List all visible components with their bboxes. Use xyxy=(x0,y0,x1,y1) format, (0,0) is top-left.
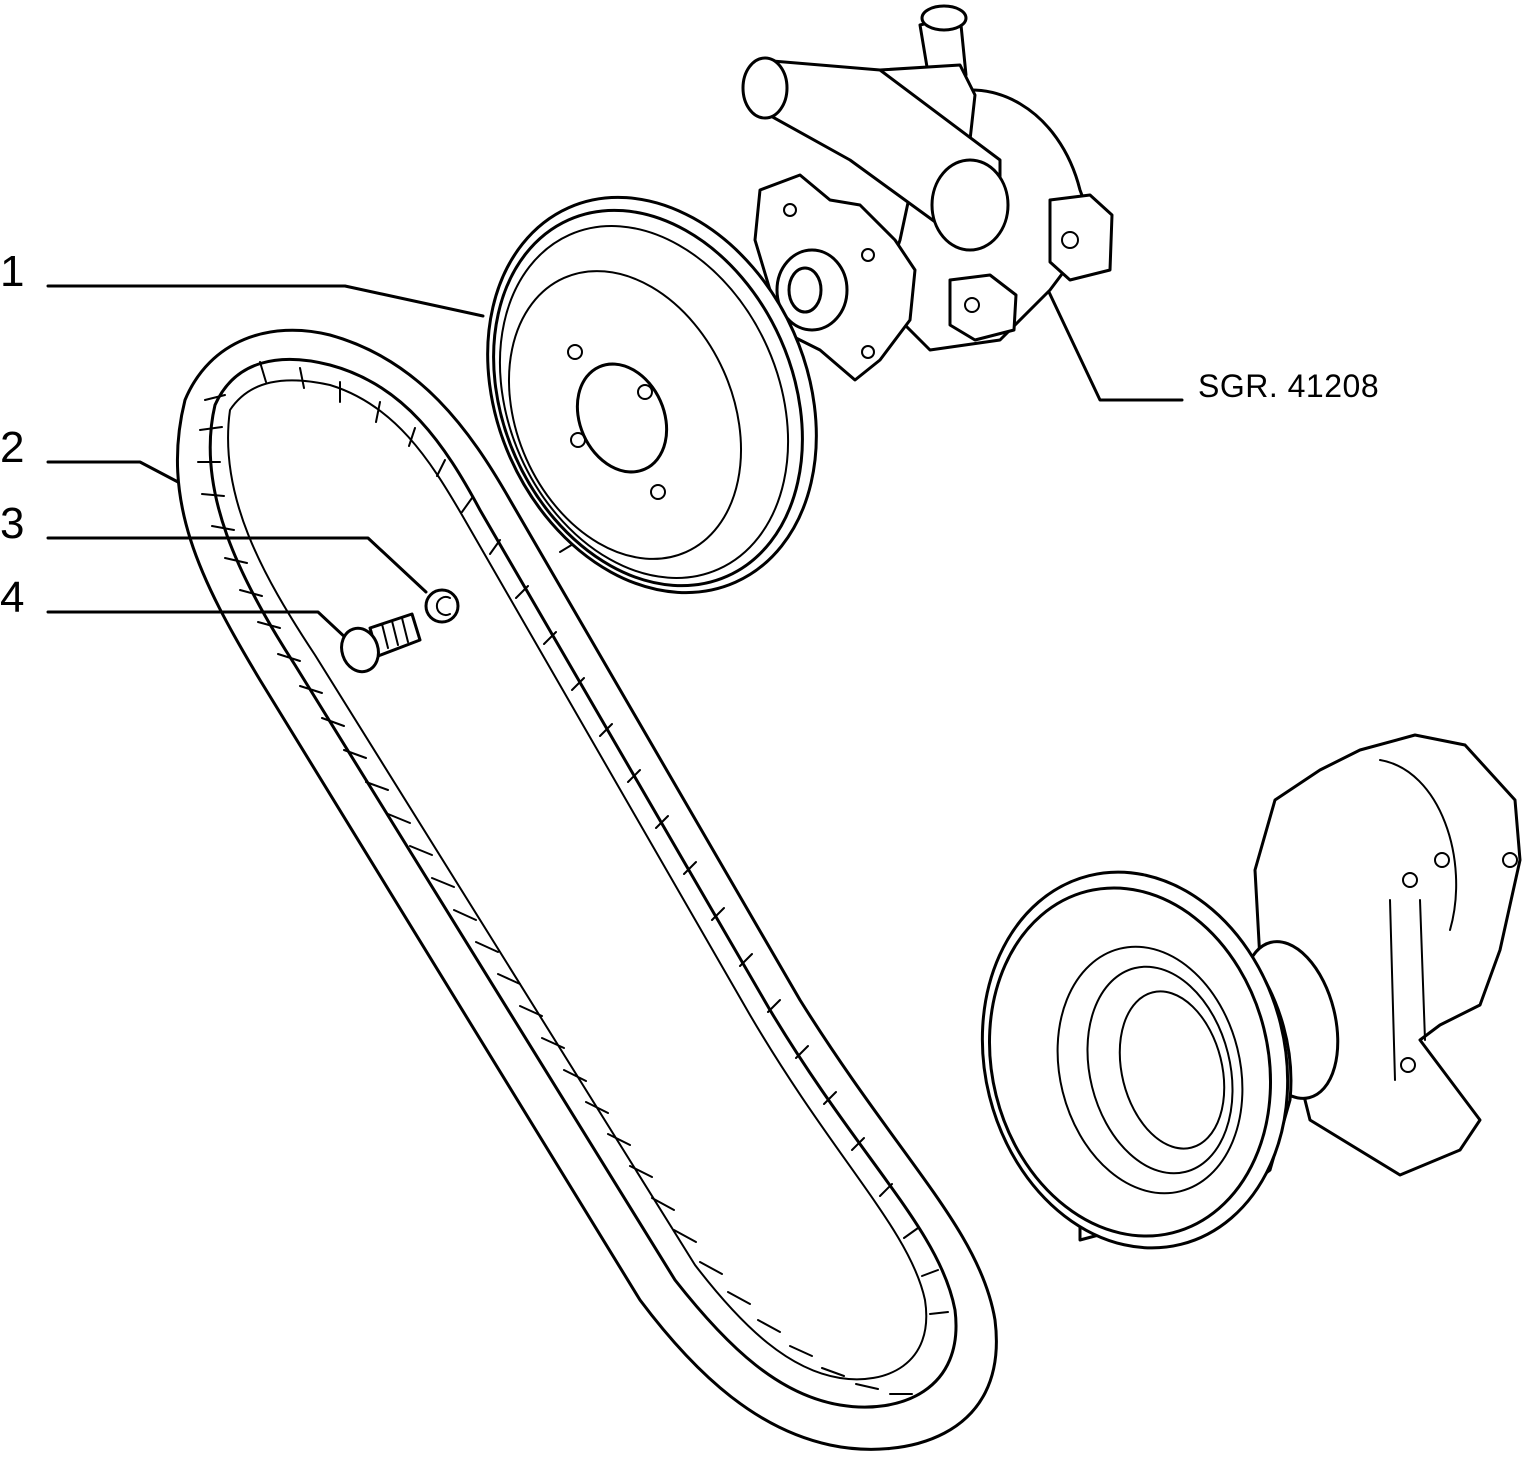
leader-line-4 xyxy=(46,610,350,642)
callout-4-label: 4 xyxy=(0,573,25,622)
pump-pulley xyxy=(486,195,818,595)
reference-label: SGR. 41208 xyxy=(1198,368,1380,404)
leader-line-ref xyxy=(1046,288,1184,402)
bolt xyxy=(340,612,422,674)
leader-line-2 xyxy=(46,460,180,484)
callout-3-label: 3 xyxy=(0,499,25,548)
belt-teeth xyxy=(197,361,949,1395)
callout-1-label: 1 xyxy=(0,247,25,296)
leader-line-3 xyxy=(46,536,428,594)
toothed-belt xyxy=(175,328,998,1451)
leader-line-1 xyxy=(46,284,485,318)
power-steering-pump xyxy=(741,4,1114,382)
callout-2-label: 2 xyxy=(0,423,25,472)
crankshaft-pulley-assembly xyxy=(980,733,1522,1250)
washer xyxy=(424,588,460,624)
